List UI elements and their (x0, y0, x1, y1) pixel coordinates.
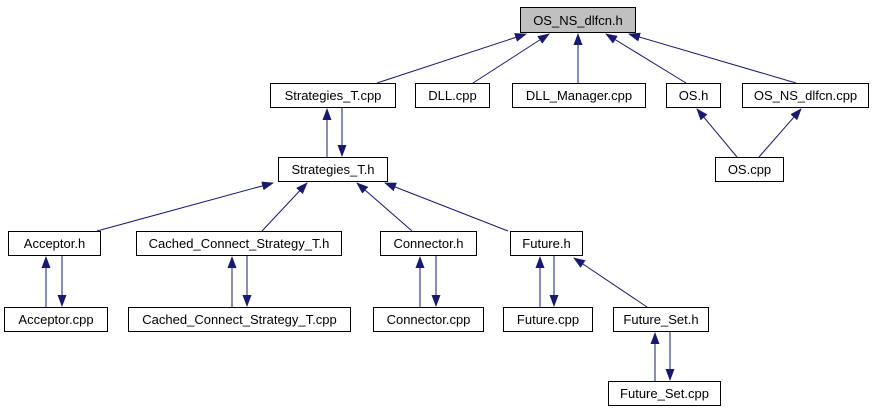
edge-dll-cpp-to-os-ns-dlfcn-h (472, 33, 550, 84)
node-cached-connect-strategy-t-h[interactable]: Cached_Connect_Strategy_T.h (136, 231, 342, 256)
node-future-h[interactable]: Future.h (510, 231, 583, 256)
edge-acceptor-h-to-strategies-t-h (96, 181, 274, 232)
edge-future-h-to-strategies-t-h (384, 182, 509, 232)
edges-group (41, 32, 802, 381)
node-strategies-t-cpp[interactable]: Strategies_T.cpp (270, 83, 396, 108)
node-cached-connect-strategy-t-cpp[interactable]: Cached_Connect_Strategy_T.cpp (128, 307, 351, 332)
node-os-cpp[interactable]: OS.cpp (715, 157, 784, 182)
node-acceptor-cpp[interactable]: Acceptor.cpp (4, 307, 108, 332)
edge-connector-h-to-strategies-t-h (356, 182, 413, 232)
node-future-set-h[interactable]: Future_Set.h (613, 307, 709, 332)
node-future-set-cpp[interactable]: Future_Set.cpp (608, 381, 721, 406)
node-os-ns-dlfcn-h[interactable]: OS_NS_dlfcn.h (520, 7, 636, 33)
edge-strategies-t-cpp-to-os-ns-dlfcn-h (376, 33, 527, 84)
node-connector-h[interactable]: Connector.h (380, 231, 477, 256)
edge-os-cpp-to-os-ns-dlfcn-cpp (758, 108, 802, 158)
node-dll-manager-cpp[interactable]: DLL_Manager.cpp (512, 83, 646, 108)
node-os-ns-dlfcn-cpp[interactable]: OS_NS_dlfcn.cpp (742, 83, 869, 108)
node-strategies-t-h[interactable]: Strategies_T.h (278, 157, 388, 182)
node-future-cpp[interactable]: Future.cpp (503, 307, 593, 332)
edge-cached-connect-strategy-t-h-to-strategies-t-h (261, 182, 308, 232)
edge-future-set-h-to-future-h (573, 257, 648, 308)
node-acceptor-h[interactable]: Acceptor.h (8, 231, 101, 256)
node-connector-cpp[interactable]: Connector.cpp (373, 307, 484, 332)
edge-os-ns-dlfcn-cpp-to-os-ns-dlfcn-h (628, 32, 797, 84)
edge-os-cpp-to-os-h (696, 108, 738, 158)
node-dll-cpp[interactable]: DLL.cpp (415, 83, 490, 108)
edge-os-h-to-os-ns-dlfcn-h (605, 33, 687, 84)
node-os-h[interactable]: OS.h (666, 83, 721, 108)
